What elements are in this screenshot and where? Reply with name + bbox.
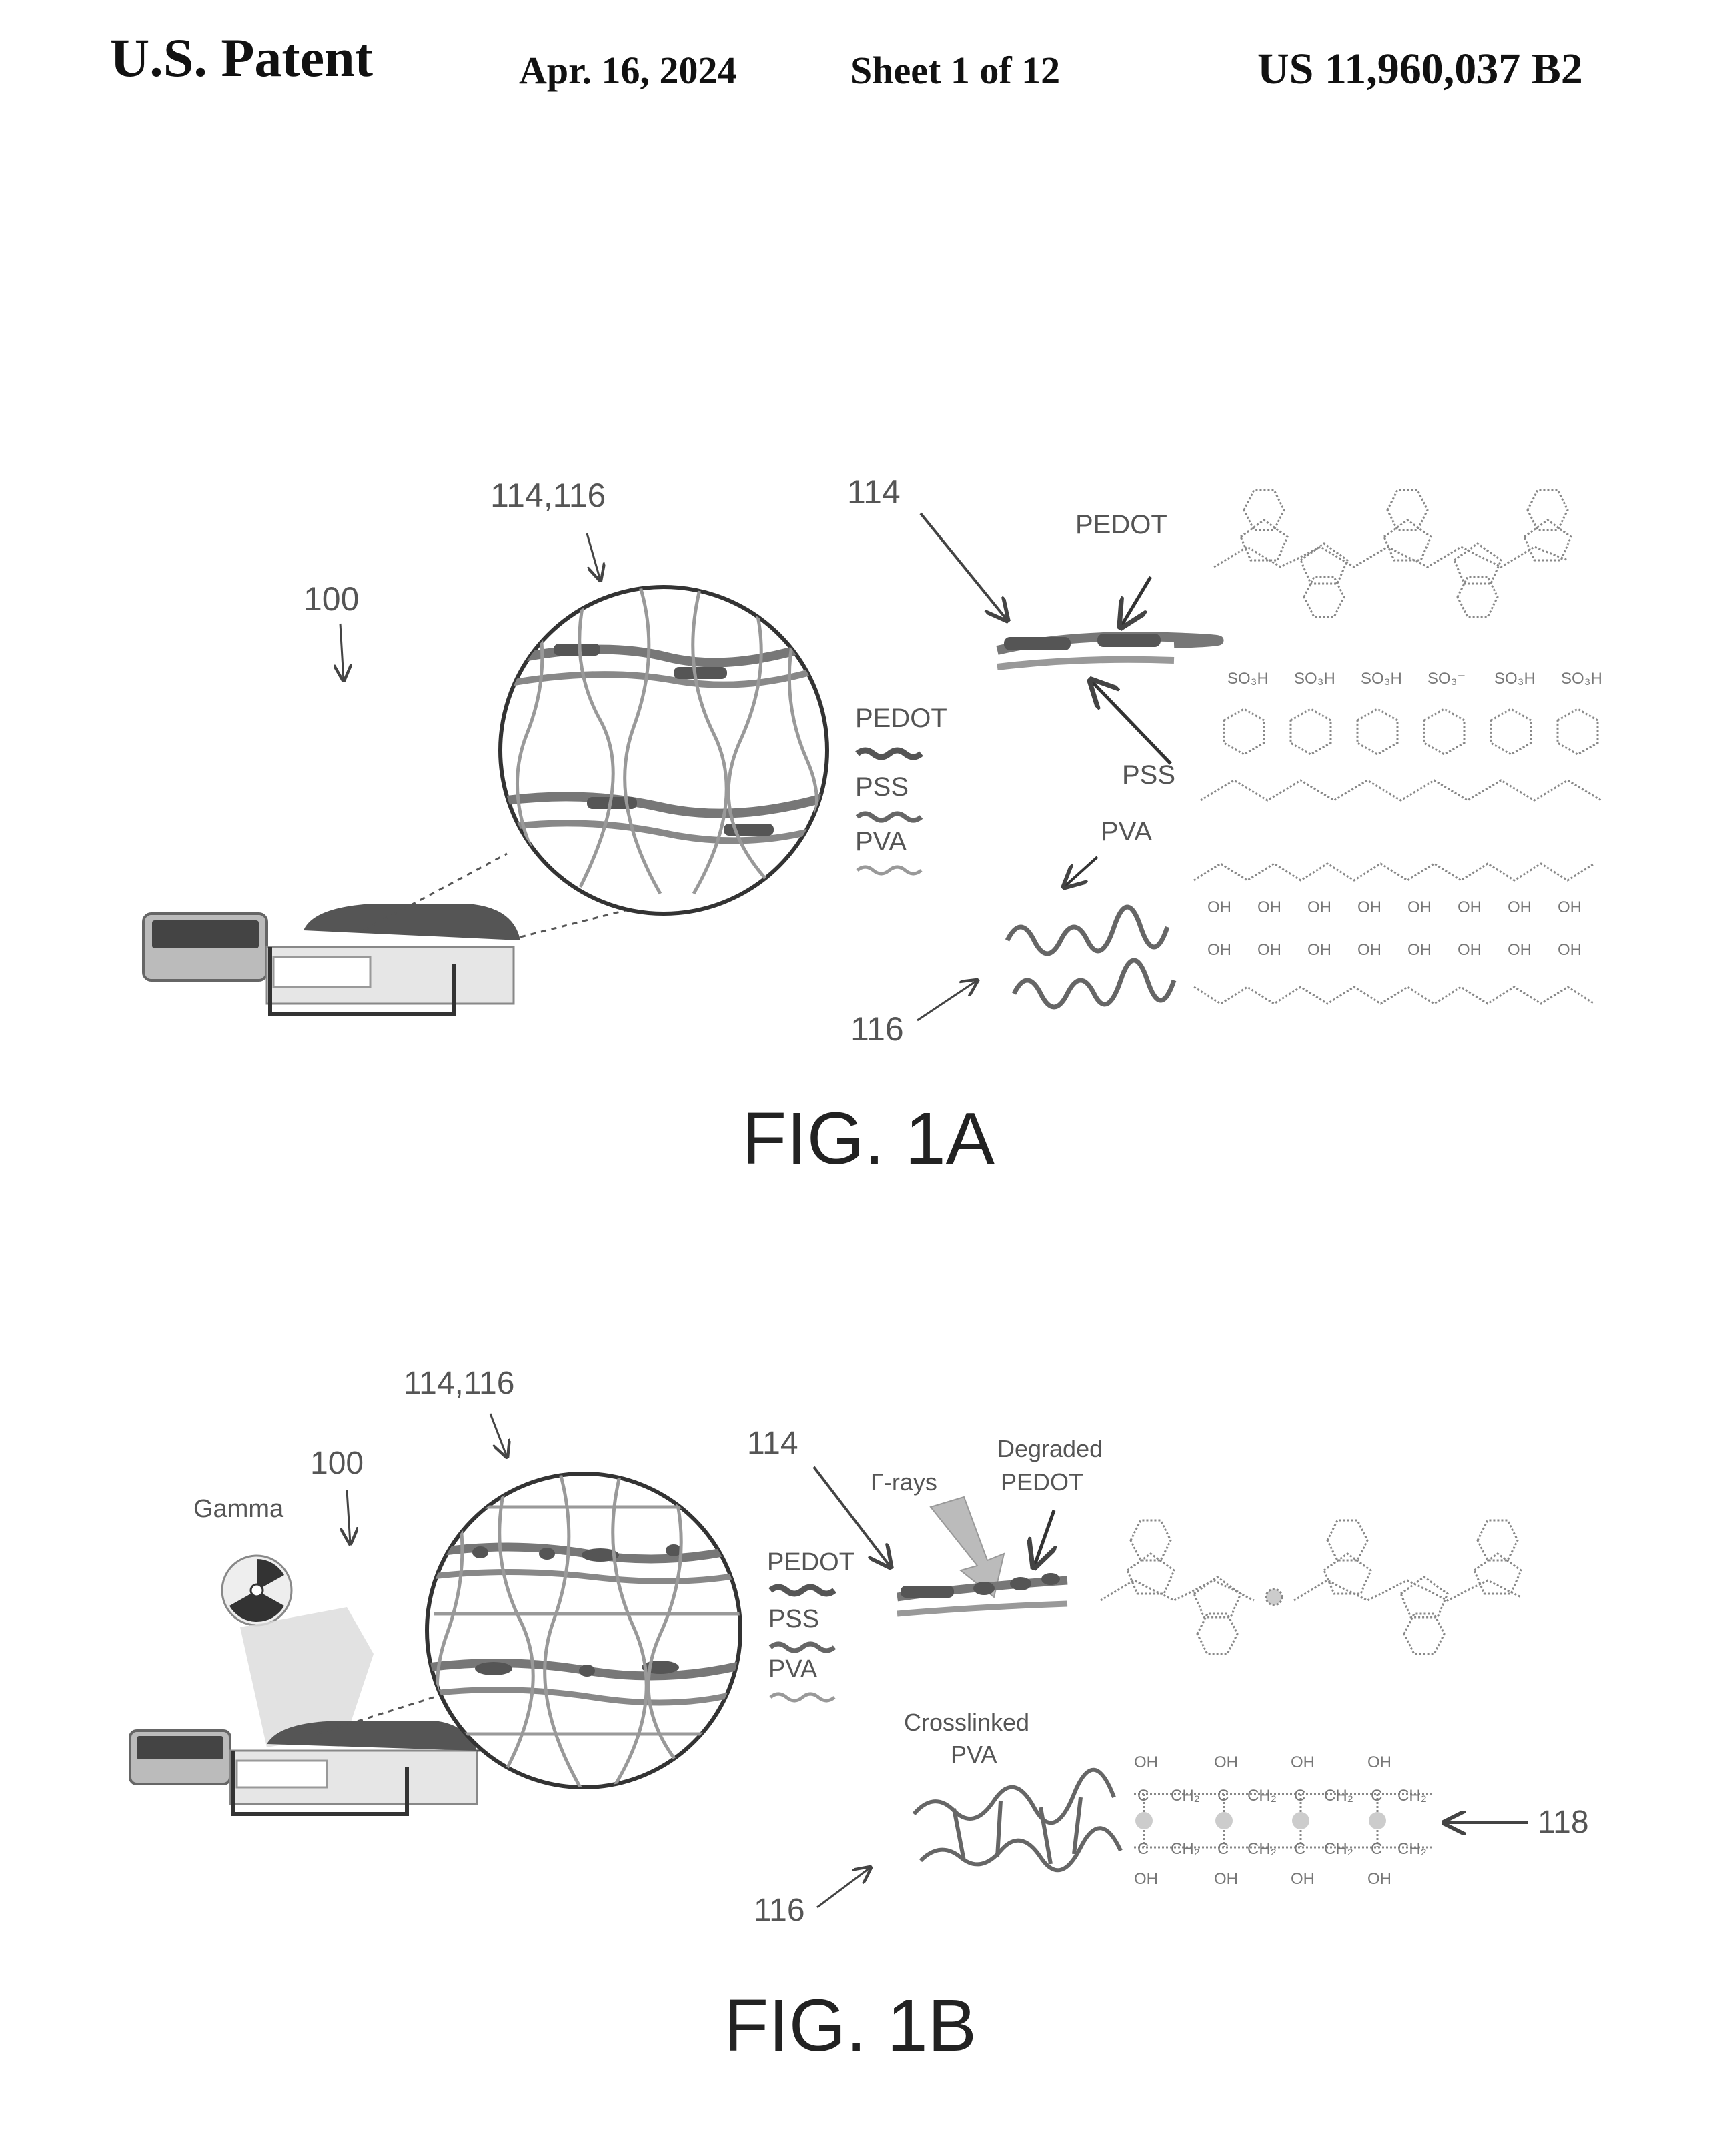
- pva-oh-12: OH: [1357, 941, 1381, 959]
- pss-so3h-5: SO₃H: [1561, 670, 1602, 688]
- fig1a-ref-114: 114: [847, 473, 901, 511]
- legend-pva-label: PVA: [855, 827, 907, 856]
- fig1a-legend: PEDOT PSS PVA: [855, 704, 947, 876]
- pss-so3h-3: SO₃H: [1361, 670, 1402, 688]
- pva-oh-11: OH: [1307, 941, 1331, 959]
- fig1b-crosslink-structure: OH OH OH OH C CH₂ C CH₂ C CH₂ C CH₂ C CH…: [1134, 1753, 1434, 1888]
- legend-pva-label-b: PVA: [768, 1655, 818, 1683]
- header-title: U.S. Patent: [110, 27, 374, 88]
- radiation-icon: [221, 1554, 293, 1627]
- xl-oh-4: OH: [1367, 1753, 1391, 1771]
- header-date: Apr. 16, 2024: [519, 49, 737, 92]
- pss-so3h-4: SO₃H: [1494, 670, 1536, 688]
- pva-oh-13: OH: [1407, 941, 1432, 959]
- fig1b-ref-114-116: 114,116: [404, 1366, 514, 1401]
- pva-oh-2: OH: [1257, 898, 1281, 916]
- xl-c-3: C: [1294, 1787, 1305, 1805]
- xl-oh-8: OH: [1367, 1870, 1391, 1888]
- fig1a-ref-116: 116: [850, 1010, 904, 1048]
- pss-so3h-1: SO₃H: [1227, 670, 1269, 688]
- pss-so3h-2: SO₃H: [1294, 670, 1335, 688]
- fig1b-degraded-label-2: PEDOT: [1001, 1468, 1083, 1496]
- xl-oh-7: OH: [1291, 1870, 1315, 1888]
- fig1a-ref-100: 100: [304, 580, 359, 618]
- pva-oh-10: OH: [1257, 941, 1281, 959]
- xl-c-7: C: [1294, 1840, 1305, 1858]
- fig1b-degraded-strand: [897, 1573, 1068, 1617]
- xl-ch2-8: CH₂: [1397, 1840, 1427, 1858]
- xl-oh-2: OH: [1214, 1753, 1238, 1771]
- fig1a-device: [142, 852, 758, 1016]
- fig1a-pva-label: PVA: [1101, 817, 1152, 846]
- fig1a-pedot-pss-strand: [996, 632, 1224, 670]
- pva-oh-3: OH: [1307, 898, 1331, 916]
- legend-pss-label: PSS: [855, 772, 909, 802]
- fig1a-ref-114-116: 114,116: [490, 477, 606, 514]
- fig1b-gamma-label: Gamma: [193, 1495, 284, 1523]
- fig1b-ref-116: 116: [754, 1893, 805, 1928]
- xl-ch2-5: CH₂: [1171, 1840, 1200, 1858]
- xl-ch2-3: CH₂: [1324, 1787, 1353, 1805]
- fig1b-crosslinked-label-1: Crosslinked: [904, 1709, 1029, 1736]
- pva-oh-9: OH: [1207, 941, 1231, 959]
- xl-ch2-1: CH₂: [1171, 1787, 1200, 1805]
- xl-c-6: C: [1217, 1840, 1229, 1858]
- gamma-beam: [240, 1607, 374, 1747]
- legend-pss-label-b: PSS: [768, 1605, 819, 1633]
- xl-oh-1: OH: [1134, 1753, 1158, 1771]
- xl-c-5: C: [1137, 1840, 1149, 1858]
- pva-oh-15: OH: [1508, 941, 1532, 959]
- fig1a-pss-structure: SO₃H SO₃H SO₃H SO₃⁻ SO₃H SO₃H: [1200, 670, 1602, 802]
- xl-oh-3: OH: [1291, 1753, 1315, 1771]
- fig1b-rays-label: Γ-rays: [871, 1468, 937, 1496]
- legend-pedot-label: PEDOT: [855, 704, 947, 733]
- fig1a: PEDOT PSS PVA 100 114,116 114 PEDOT PSS …: [142, 473, 1602, 1180]
- fig1b-ref-100: 100: [310, 1446, 364, 1481]
- xl-c-4: C: [1371, 1787, 1382, 1805]
- header-sheet: Sheet 1 of 12: [850, 49, 1061, 92]
- xl-ch2-4: CH₂: [1397, 1787, 1427, 1805]
- fig1a-magnified-network: [498, 585, 829, 916]
- xl-ch2-6: CH₂: [1247, 1840, 1277, 1858]
- xl-c-8: C: [1371, 1840, 1382, 1858]
- xl-c-2: C: [1217, 1787, 1229, 1805]
- xl-ch2-7: CH₂: [1324, 1840, 1353, 1858]
- xl-oh-6: OH: [1214, 1870, 1238, 1888]
- fig1a-pva-structure: OH OH OH OH OH OH OH OH OH OH OH OH OH O…: [1193, 862, 1595, 1005]
- fig1b-device: [129, 1696, 674, 1816]
- fig1b-crosslinked-label-2: PVA: [951, 1741, 997, 1768]
- pva-oh-4: OH: [1357, 898, 1381, 916]
- fig1b-degraded-label-1: Degraded: [997, 1435, 1103, 1462]
- fig1a-pedot-label: PEDOT: [1075, 510, 1167, 540]
- fig1a-pedot-structure: [1213, 489, 1572, 618]
- fig1b-crosslinked-pva: [912, 1767, 1123, 1873]
- pva-oh-6: OH: [1458, 898, 1482, 916]
- fig1a-pss-label: PSS: [1122, 760, 1175, 790]
- pva-oh-14: OH: [1458, 941, 1482, 959]
- header-patent-number: US 11,960,037 B2: [1257, 45, 1583, 93]
- fig1b: Gamma: [129, 1366, 1589, 2067]
- fig1b-ref-114: 114: [747, 1426, 798, 1461]
- pva-oh-5: OH: [1407, 898, 1432, 916]
- fig1b-pedot-structure: [1100, 1519, 1522, 1655]
- pva-oh-1: OH: [1207, 898, 1231, 916]
- fig1b-magnified-network: [425, 1472, 742, 1789]
- fig1b-caption: FIG. 1B: [724, 1985, 977, 2067]
- fig1a-caption: FIG. 1A: [742, 1098, 995, 1180]
- fig1b-legend: PEDOT PSS PVA: [767, 1548, 854, 1703]
- gamma-ray-arrow: [929, 1496, 1005, 1598]
- legend-pedot-label-b: PEDOT: [767, 1548, 854, 1576]
- pss-so3minus: SO₃⁻: [1428, 670, 1466, 688]
- pva-oh-16: OH: [1558, 941, 1582, 959]
- xl-c-1: C: [1137, 1787, 1149, 1805]
- fig1a-pva-chains: [1005, 904, 1177, 1010]
- fig1b-ref-118: 118: [1538, 1805, 1589, 1840]
- xl-ch2-2: CH₂: [1247, 1787, 1277, 1805]
- pva-oh-8: OH: [1558, 898, 1582, 916]
- xl-oh-5: OH: [1134, 1870, 1158, 1888]
- pva-oh-7: OH: [1508, 898, 1532, 916]
